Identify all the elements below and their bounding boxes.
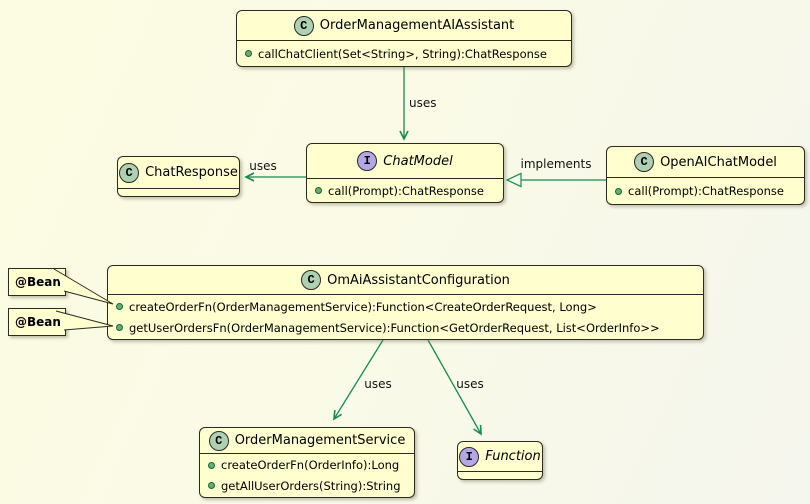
class-title-row: C OrderManagementAIAssistant [237,11,571,40]
public-method-dot-icon [208,461,215,469]
method-signature: getUserOrdersFn(OrderManagementService):… [129,320,660,335]
class-title-row: C OpenAIChatModel [607,147,804,177]
public-method-dot-icon [116,303,123,310]
methods-compartment: call(Prompt):ChatResponse [307,178,503,202]
edge-label-implements: implements [521,157,592,171]
public-method-dot-icon [615,187,622,195]
class-circle-icon: C [634,152,655,172]
class-name: OmAiAssistantConfiguration [327,272,510,288]
class-title-row: I Function [458,442,542,471]
class-name: OrderManagementAIAssistant [319,18,515,33]
method-signature: call(Prompt):ChatResponse [328,183,484,198]
class-box-chatresponse: C ChatResponse [117,156,240,197]
interface-name: Function [485,449,541,464]
class-circle-icon: C [208,430,229,451]
method-row: getAllUserOrders(String):String [200,479,414,493]
interface-name: ChatModel [383,153,453,169]
class-box-om-ai-assistant-configuration: C OmAiAssistantConfiguration createOrder… [107,265,704,340]
interface-box-chatmodel: I ChatModel call(Prompt):ChatResponse [306,143,504,203]
public-method-dot-icon [315,187,322,194]
edge-label-uses: uses [249,159,277,173]
class-name: OrderManagementService [234,433,406,448]
implements-hollow-triangle-icon [505,172,522,188]
interface-circle-icon: I [357,151,378,171]
public-method-dot-icon [116,324,123,331]
method-row: call(Prompt):ChatResponse [607,184,804,198]
class-circle-icon: C [119,162,140,183]
method-row: callChatClient(Set<String>, String):Chat… [237,47,571,61]
methods-compartment: callChatClient(Set<String>, String):Chat… [237,40,571,66]
empty-compartment [118,188,239,196]
public-method-dot-icon [245,50,252,57]
class-title-row: C OrderManagementService [200,428,414,453]
methods-compartment: createOrderFn(OrderManagementService):Fu… [108,294,703,339]
interface-box-function: I Function [457,441,543,480]
uses-arrow-config-to-function [427,339,482,436]
methods-compartment: call(Prompt):ChatResponse [607,177,804,204]
methods-compartment: createOrderFn(OrderInfo):Long getAllUser… [200,453,414,497]
public-method-dot-icon [208,482,215,490]
edge-label-uses: uses [409,96,437,110]
class-name: OpenAIChatModel [660,154,777,170]
method-row: createOrderFn(OrderInfo):Long [200,458,414,472]
method-signature: createOrderFn(OrderManagementService):Fu… [129,299,597,314]
class-circle-icon: C [301,270,322,290]
class-circle-icon: C [293,15,314,36]
note-bean-create-order: @Bean [8,268,66,296]
interface-circle-icon: I [459,446,480,467]
class-title-row: I ChatModel [307,144,503,178]
method-row: createOrderFn(OrderManagementService):Fu… [108,300,703,314]
note-text: @Bean [15,275,61,289]
class-box-order-management-ai-assistant: C OrderManagementAIAssistant callChatCli… [236,10,572,67]
uses-arrow-config-to-service [333,339,384,421]
class-title-row: C OmAiAssistantConfiguration [108,266,703,294]
method-signature: getAllUserOrders(String):String [221,478,401,493]
method-signature: call(Prompt):ChatResponse [628,184,784,198]
class-box-openai-chatmodel: C OpenAIChatModel call(Prompt):ChatRespo… [606,146,805,205]
method-row: call(Prompt):ChatResponse [307,184,503,198]
edge-label-uses: uses [364,377,392,391]
class-box-order-management-service: C OrderManagementService createOrderFn(O… [199,427,415,498]
method-signature: callChatClient(Set<String>, String):Chat… [258,46,547,61]
edge-label-uses: uses [456,377,484,391]
empty-compartment [458,471,542,479]
class-name: ChatResponse [145,165,238,180]
method-row: getUserOrdersFn(OrderManagementService):… [108,321,703,335]
class-title-row: C ChatResponse [118,157,239,188]
note-text: @Bean [15,315,61,329]
method-signature: createOrderFn(OrderInfo):Long [221,458,400,473]
note-bean-get-user-orders: @Bean [8,308,66,336]
